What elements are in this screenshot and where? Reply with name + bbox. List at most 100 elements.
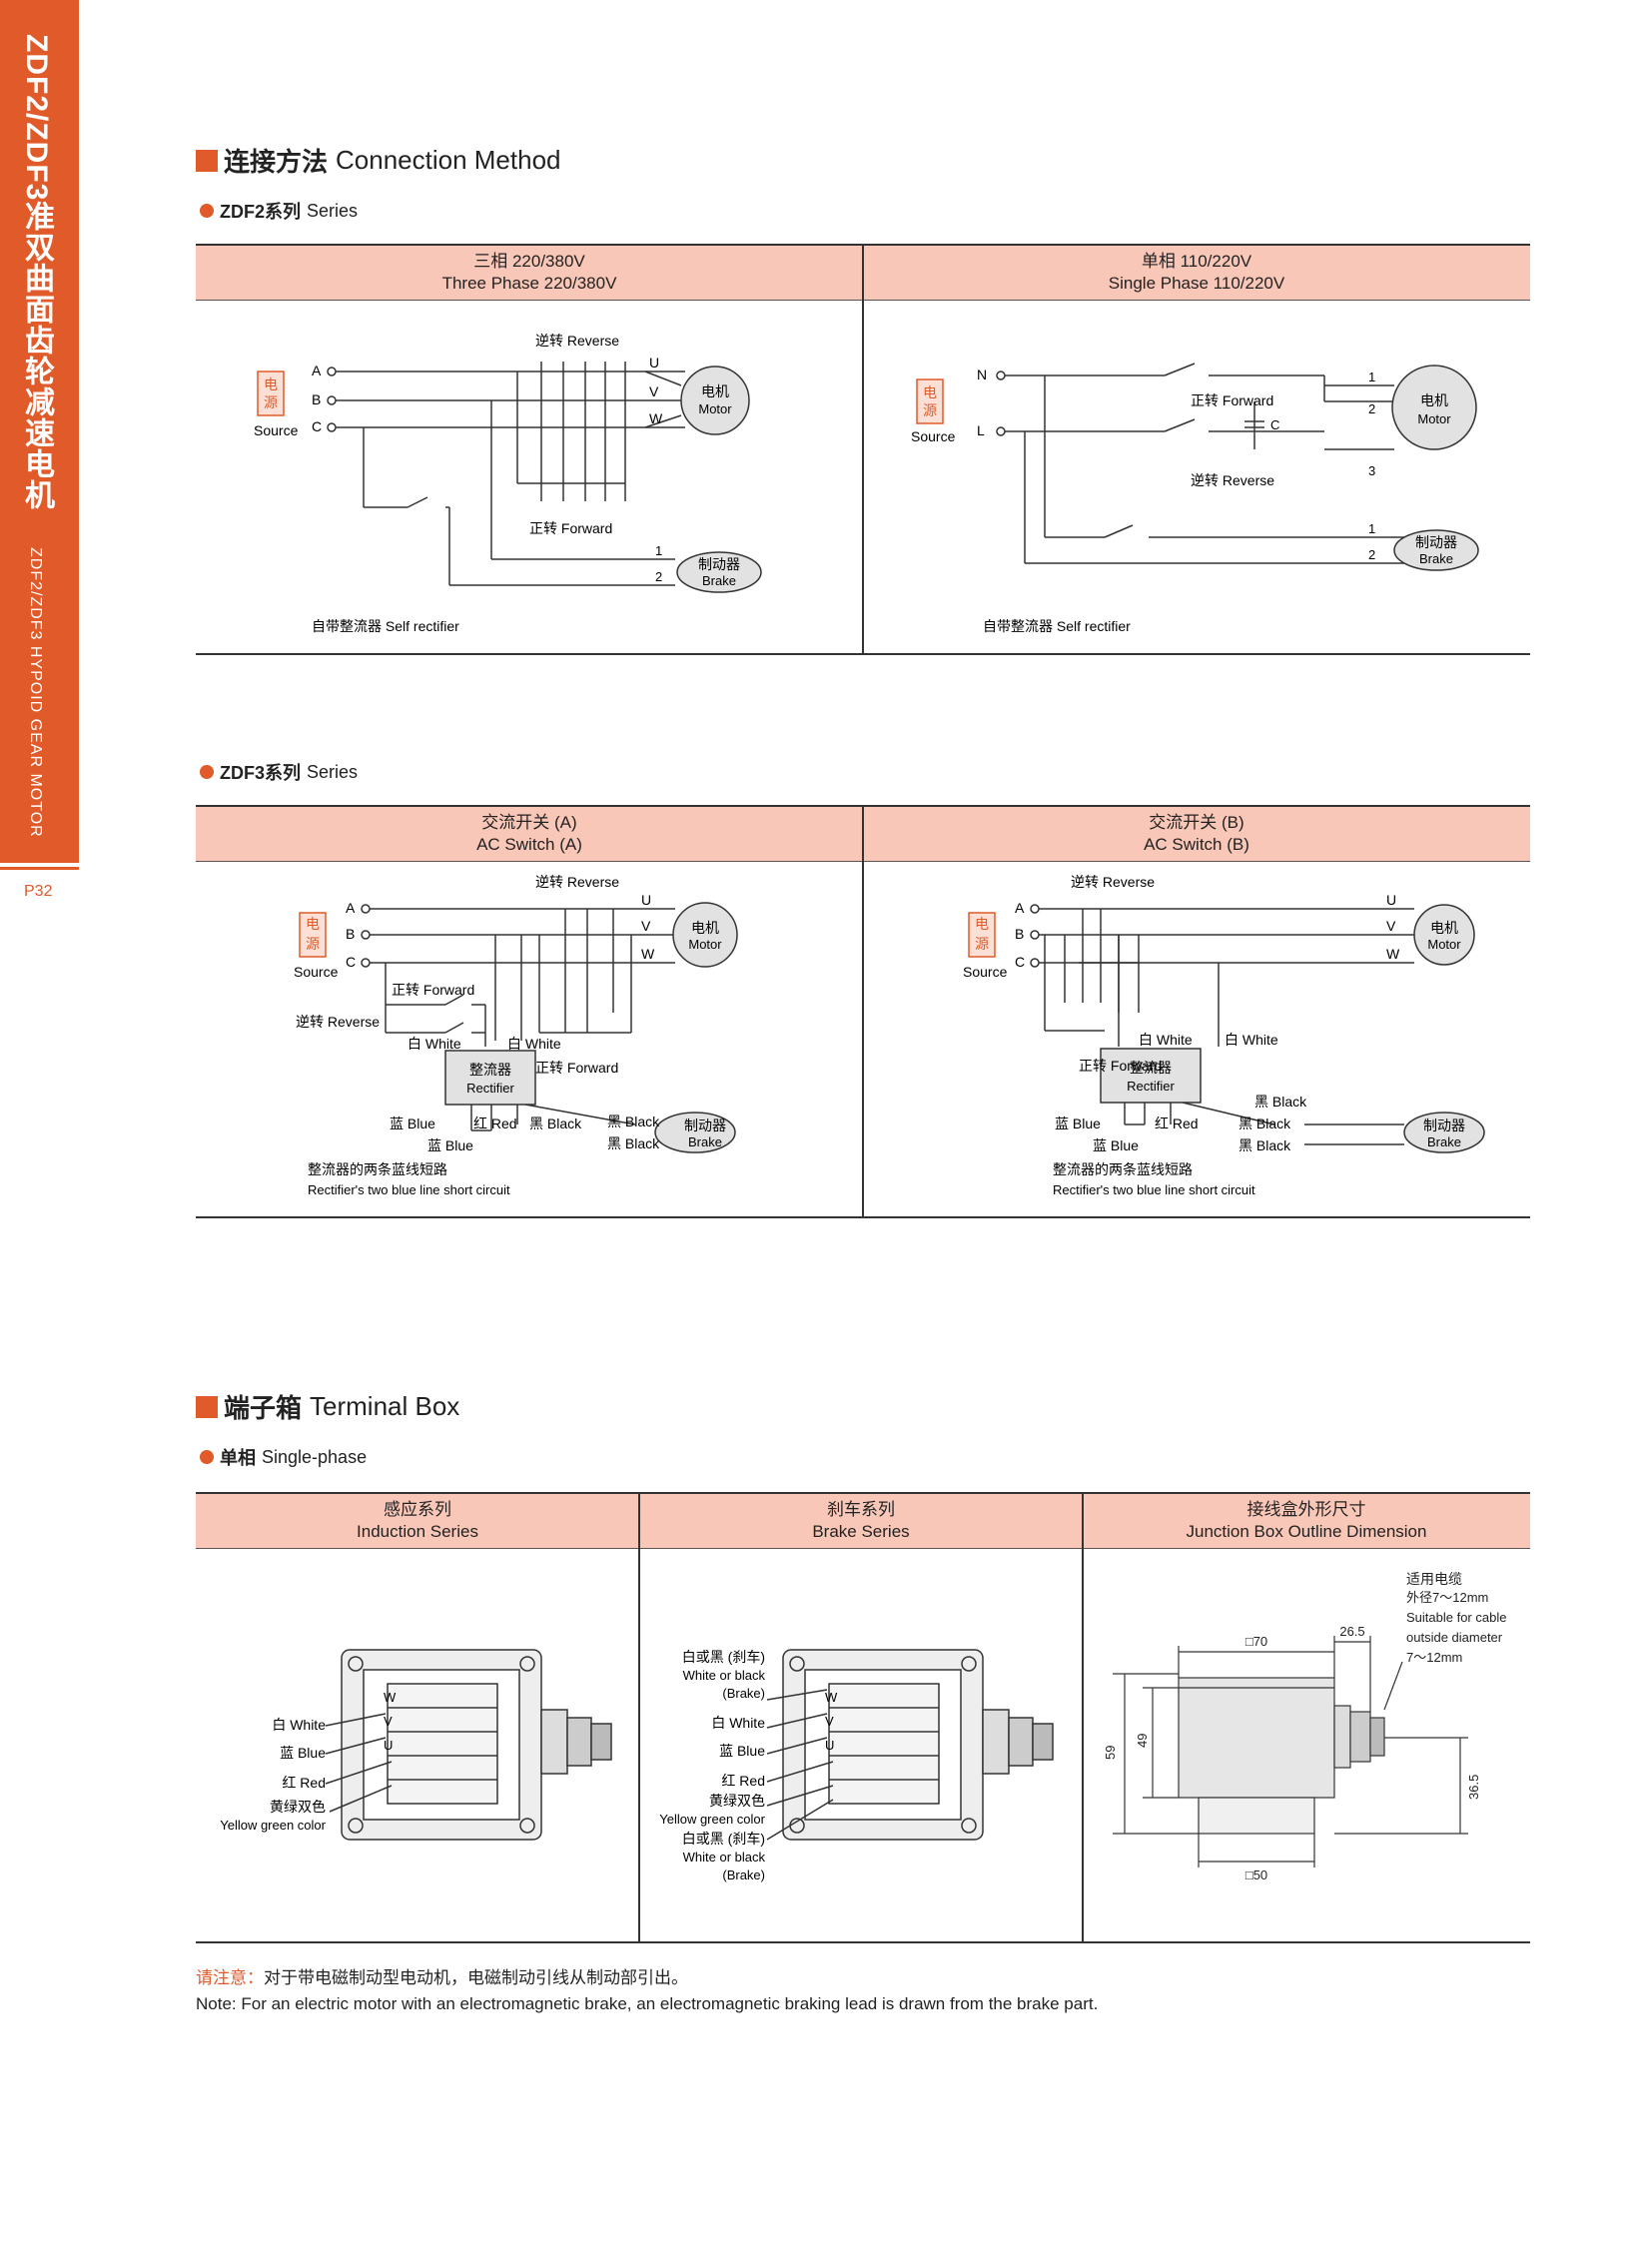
brake-series-diagram: W V U 白或黑 (刹车) White or black (Brake) 白 …: [659, 1649, 1054, 1882]
white2-label: 白 White: [507, 1036, 561, 1052]
connection-heading-en: Connection Method: [336, 145, 561, 175]
terminal-c: C: [312, 418, 322, 434]
rectifier-en: Rectifier: [466, 1081, 514, 1096]
bullet-dot-icon: [200, 1450, 214, 1464]
blue1-label: 蓝 Blue: [390, 1116, 435, 1131]
blue2-label: 蓝 Blue: [427, 1137, 473, 1153]
page-number: P32: [24, 883, 53, 900]
reverse-label: 逆转 Reverse: [1191, 472, 1274, 488]
terminal-heading-en: Terminal Box: [310, 1391, 460, 1421]
ac-switch-b-diagram: 电 源 Source A B C U V W 逆转 Reverse 正转 For…: [963, 874, 1485, 1197]
label-v: V: [1386, 918, 1396, 934]
zdf2-label: ZDF2系列 Series: [200, 198, 358, 224]
cable-note-en-1: Suitable for cable: [1406, 1610, 1506, 1625]
short-circuit-note-cn: 整流器的两条蓝线短路: [308, 1161, 447, 1177]
header-cn: 单相 110/220V: [1141, 252, 1252, 271]
blue2-label: 蓝 Blue: [1093, 1137, 1139, 1153]
zdf3-label: ZDF3系列 Series: [200, 759, 358, 785]
white1-label: 白 White: [408, 1036, 461, 1052]
black3-label: 黑 Black: [607, 1135, 660, 1151]
motor-en: Motor: [1427, 937, 1461, 952]
white-wire-label: 白 White: [711, 1715, 765, 1731]
cable-note-cn-2: 外径7～12mm: [1406, 1590, 1488, 1605]
source-en: Source: [294, 964, 339, 980]
source-cn-1: 电: [923, 384, 937, 400]
label-u: U: [1386, 892, 1396, 908]
column-divider: [862, 246, 864, 653]
red-wire-label: 红 Red: [282, 1775, 326, 1791]
white2-label: 白 White: [1225, 1032, 1278, 1048]
wb-bottom-en: White or black: [683, 1850, 766, 1865]
reverse2-label: 逆转 Reverse: [296, 1014, 380, 1030]
rectifier-en: Rectifier: [1127, 1079, 1175, 1094]
forward-label: 正转 Forward: [392, 982, 474, 998]
terminal-c: C: [346, 954, 356, 970]
column-divider: [1082, 1494, 1084, 1941]
header-cn: 刹车系列: [827, 1500, 895, 1519]
black2-label: 黑 Black: [607, 1114, 660, 1129]
terminal-a: A: [312, 363, 322, 378]
source-cn-1: 电: [306, 916, 320, 932]
junction-box-dimension-drawing: □70 26.5 59 49 36.5 □50 适用电缆 外径7～12mm Su…: [1103, 1571, 1506, 1882]
column-divider: [638, 1494, 640, 1941]
ac-switch-a-diagram: 电 源 Source A B C U V W 逆转 Reverse 正转 For…: [294, 874, 738, 1197]
terminal-b: B: [1015, 926, 1024, 942]
header-en: AC Switch (B): [1144, 835, 1249, 854]
side-tab-divider: [0, 867, 79, 870]
terminal-u: U: [384, 1738, 393, 1753]
motor-num-1: 1: [1368, 370, 1375, 384]
black3-label: 黑 Black: [1239, 1137, 1291, 1153]
terminal-a: A: [1015, 900, 1025, 916]
motor-en: Motor: [688, 937, 722, 952]
note-cn-label: 请注意：: [196, 1968, 264, 1987]
wb-top-brake: (Brake): [722, 1686, 765, 1701]
motor-en: Motor: [698, 401, 732, 416]
label-v: V: [641, 918, 651, 934]
motor-num-3: 3: [1368, 463, 1375, 478]
reverse-label: 逆转 Reverse: [1071, 874, 1155, 890]
zdf3-table: 交流开关 (A) AC Switch (A) 交流开关 (B) AC Switc…: [196, 805, 1530, 1218]
source-cn-2: 源: [975, 936, 989, 952]
junction-box-header: 接线盒外形尺寸 Junction Box Outline Dimension: [1083, 1494, 1530, 1548]
zdf3-label-en: Series: [307, 761, 359, 782]
yg-wire-label-en: Yellow green color: [659, 1812, 765, 1827]
side-title: ZDF2/ZDF3准双曲面齿轮减速电机: [20, 34, 53, 511]
red-wire-label: 红 Red: [721, 1773, 765, 1789]
source-en: Source: [963, 964, 1008, 980]
brake-cn: 制动器: [684, 1118, 726, 1133]
terminal-c: C: [1015, 954, 1025, 970]
source-cn-1: 电: [264, 376, 278, 392]
dim-49: 49: [1135, 1734, 1150, 1748]
source-en: Source: [911, 428, 956, 444]
column-divider: [862, 807, 864, 1216]
brake-cn: 制动器: [1423, 1118, 1465, 1133]
terminal-w: W: [825, 1690, 838, 1705]
reverse-label: 逆转 Reverse: [535, 333, 619, 349]
dim-26-5: 26.5: [1339, 1624, 1364, 1639]
brake-series-header: 刹车系列 Brake Series: [639, 1494, 1083, 1548]
zdf2-label-cn: ZDF2系列: [220, 202, 301, 222]
yg-wire-label-en: Yellow green color: [220, 1818, 326, 1833]
wb-bottom-brake: (Brake): [722, 1868, 765, 1882]
yg-wire-label-cn: 黄绿双色: [270, 1799, 326, 1815]
brake-num-2: 2: [1368, 547, 1375, 562]
brake-num-2: 2: [655, 569, 662, 584]
yg-wire-label-cn: 黄绿双色: [709, 1793, 765, 1809]
wb-top-en: White or black: [683, 1668, 766, 1683]
motor-cn: 电机: [1430, 920, 1458, 936]
wb-bottom-cn: 白或黑 (刹车): [682, 1831, 765, 1847]
zdf2-right-header: 单相 110/220V Single Phase 110/220V: [863, 246, 1530, 300]
terminal-n: N: [977, 367, 987, 382]
source-cn-1: 电: [975, 916, 989, 932]
rectifier-note: 自带整流器 Self rectifier: [312, 618, 459, 634]
black1-label: 黑 Black: [529, 1116, 582, 1131]
terminal-v: V: [384, 1714, 393, 1729]
motor-en: Motor: [1417, 411, 1451, 426]
header-cn: 交流开关 (A): [481, 813, 577, 832]
note-cn-line: 请注意：对于带电磁制动型电动机，电磁制动引线从制动部引出。: [196, 1965, 1098, 1991]
brake-en: Brake: [688, 1134, 722, 1149]
dim-36-5: 36.5: [1466, 1775, 1481, 1800]
terminal-w: W: [384, 1690, 397, 1705]
forward-label: 正转 Forward: [529, 520, 612, 536]
motor-cn: 电机: [691, 920, 719, 936]
